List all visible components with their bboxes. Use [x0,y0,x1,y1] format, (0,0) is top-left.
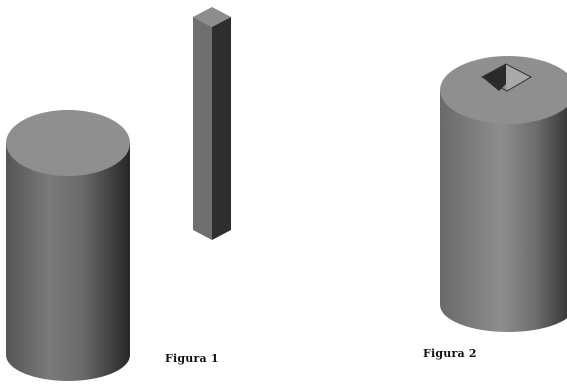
figure-1-square-prism [193,7,231,240]
figure-1-cylinder [6,110,130,381]
hollow-cylinder-top-face [440,56,567,124]
prism-right-face [212,17,231,240]
figure-2-cylinder-with-hole [440,56,567,332]
caption-figura-2: Figura 2 [423,347,477,360]
cylinder-body [6,143,130,381]
square-hole-dark [482,64,506,91]
square-hole-light [506,64,531,91]
caption-figura-1: Figura 1 [165,352,219,365]
cylinder-top-face [6,110,130,176]
square-hole-outline [480,63,533,92]
prism-left-face [193,17,212,240]
hollow-cylinder-body [440,90,567,332]
